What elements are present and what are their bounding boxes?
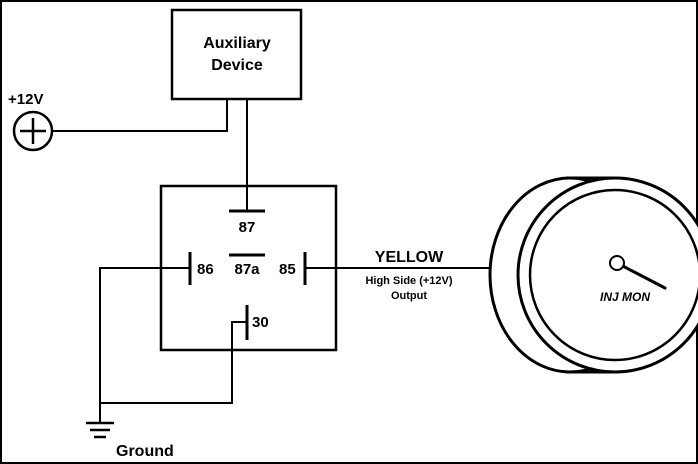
gauge-label: INJ MON (600, 290, 650, 304)
pin-87-label: 87 (239, 219, 256, 236)
power-label: +12V (8, 91, 43, 108)
relay-box (159, 184, 338, 352)
power-source: +12V (8, 91, 54, 152)
wire-color-label: YELLOW (375, 249, 444, 266)
pin-30-label: 30 (252, 314, 269, 331)
auxiliary-device: Auxiliary Device (170, 8, 303, 101)
pin-87a-label: 87a (234, 261, 260, 278)
pin-85-label: 85 (279, 261, 296, 278)
ground-label: Ground (116, 443, 174, 460)
auxiliary-device-box (170, 8, 303, 101)
gauge-needle-icon (609, 255, 667, 290)
injector-monitor-gauge: INJ MON (488, 176, 698, 374)
relay: 87 86 87a 85 30 (159, 184, 338, 352)
auxiliary-device-label-line2: Device (211, 57, 263, 74)
auxiliary-device-label-line1: Auxiliary (203, 35, 271, 52)
ground-icon (86, 421, 114, 439)
wire-description-line1: High Side (+12V) (365, 275, 452, 287)
pin-86-label: 86 (197, 261, 214, 278)
wire-30-to-ground (100, 321, 247, 404)
wire-86-to-ground (99, 267, 190, 420)
gauge-needle (615, 261, 667, 290)
gauge-face (528, 188, 698, 362)
ground: Ground (86, 403, 174, 460)
wire-power-to-device (52, 99, 228, 132)
wire-description-line2: Output (391, 290, 427, 302)
gauge-needle-hub (609, 255, 625, 271)
